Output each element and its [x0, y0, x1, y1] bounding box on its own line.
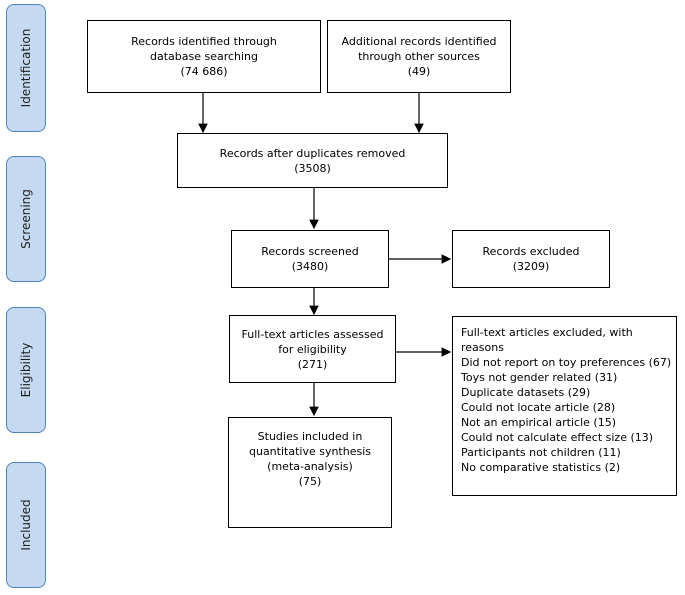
exclusion-reason: Duplicate datasets (29) [461, 386, 591, 399]
exclusion-reason: Could not locate article (28) [461, 401, 616, 414]
box-included-studies-line-3: (meta-analysis) [267, 460, 353, 473]
phase-included: Included [6, 462, 46, 588]
box-other-sources-count: (49) [407, 65, 431, 78]
box-fulltext-assessed-count: (271) [297, 357, 328, 371]
box-included-studies-count: (75) [298, 475, 322, 488]
box-records-screened: Records screened (3480) [231, 230, 389, 288]
exclusion-reason: Could not calculate effect size (13) [461, 431, 654, 444]
phase-screening: Screening [6, 156, 46, 282]
box-records-screened-line-1: Records screened [261, 245, 359, 258]
box-fulltext-excluded-heading-1: Full-text articles excluded, with [461, 326, 633, 339]
box-other-sources-line-1: Additional records identified [341, 35, 497, 48]
box-fulltext-excluded: Full-text articles excluded, with reason… [452, 316, 677, 496]
exclusion-reason: Not an empirical article (15) [461, 416, 616, 429]
box-included-studies-line-1: Studies included in [257, 430, 363, 443]
phase-eligibility: Eligibility [6, 307, 46, 433]
box-database-search-line-2: database searching [149, 50, 259, 63]
box-database-search-count: (74 686) [180, 65, 228, 78]
exclusion-reason: Participants not children (11) [461, 446, 621, 459]
box-included-studies-line-2: quantitative synthesis [248, 445, 371, 458]
box-fulltext-assessed: Full-text articles assessed for eligibil… [229, 315, 396, 383]
box-duplicates-removed-line-1: Records after duplicates removed [219, 146, 406, 160]
box-database-search-line-1: Records identified through [131, 35, 277, 48]
box-records-excluded: Records excluded (3209) [452, 230, 610, 288]
box-duplicates-removed-count: (3508) [294, 161, 331, 175]
box-duplicates-removed: Records after duplicates removed (3508) [177, 133, 448, 188]
box-records-screened-count: (3480) [291, 260, 329, 273]
box-fulltext-assessed-line-1: Full-text articles assessed [241, 327, 384, 341]
box-records-excluded-count: (3209) [512, 260, 550, 273]
box-other-sources: Additional records identified through ot… [327, 20, 511, 93]
box-included-studies: Studies included in quantitative synthes… [228, 417, 392, 528]
exclusion-reason: Toys not gender related (31) [461, 371, 618, 384]
box-fulltext-assessed-line-2: for eligibility [278, 342, 347, 356]
exclusion-reason: No comparative statistics (2) [461, 461, 621, 474]
box-records-excluded-line-1: Records excluded [482, 245, 580, 258]
box-fulltext-excluded-heading-2: reasons [461, 341, 504, 354]
phase-identification: Identification [6, 4, 46, 132]
box-database-search: Records identified through database sear… [87, 20, 321, 93]
box-other-sources-line-2: through other sources [358, 50, 480, 63]
exclusion-reason: Did not report on toy preferences (67) [461, 356, 672, 369]
